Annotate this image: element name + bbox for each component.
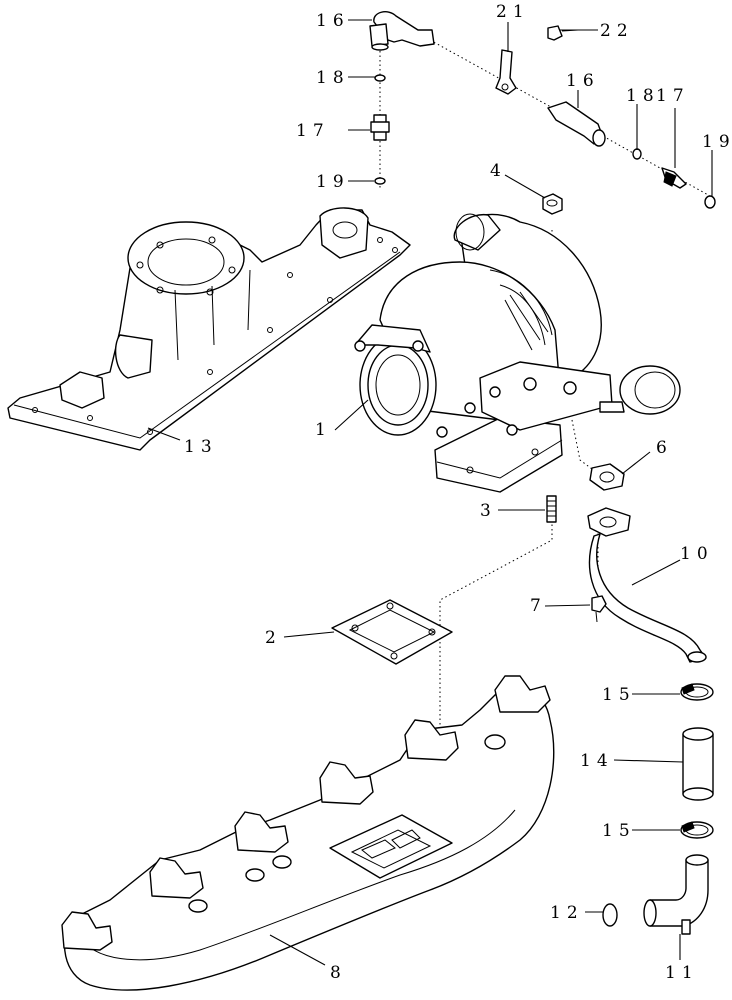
part-21-clip <box>495 49 517 95</box>
callout-11: 11 <box>665 963 699 983</box>
part-18-o-ring-right <box>632 148 642 160</box>
part-8-exhaust-manifold <box>61 675 555 991</box>
part-1-turbocharger <box>354 213 681 493</box>
callout-15-lower: 15 <box>602 821 636 841</box>
part-14-hose <box>682 727 714 801</box>
callout-6: 6 <box>656 438 673 458</box>
callout-16-right: 16 <box>566 71 600 91</box>
callout-10: 10 <box>680 544 714 564</box>
callout-2: 2 <box>265 628 282 648</box>
callout-1: 1 <box>315 420 332 440</box>
part-6-gasket <box>589 463 625 491</box>
part-7-bolt <box>591 595 607 623</box>
callout-3: 3 <box>480 501 497 521</box>
part-11-elbow <box>643 854 709 935</box>
part-15-clamp-upper <box>680 683 714 701</box>
part-22-screw <box>547 25 579 41</box>
part-4-nut <box>542 193 563 215</box>
part-2-turbo-gasket <box>331 599 453 665</box>
part-16-elbow-fitting-left <box>369 11 435 51</box>
callout-22: 22 <box>600 21 634 41</box>
callout-7: 7 <box>530 596 547 616</box>
part-19-o-ring-left <box>374 177 386 185</box>
callout-13: 13 <box>184 437 218 457</box>
callout-12: 12 <box>550 903 584 923</box>
part-17-adapter-right <box>661 167 687 189</box>
part-13-manifold-shield <box>7 207 411 451</box>
callout-21: 21 <box>496 2 530 22</box>
callout-8: 8 <box>330 963 347 983</box>
callout-18-right: 18 <box>626 86 660 106</box>
part-16-tube-fitting-right <box>547 101 606 147</box>
part-17-adapter-left <box>370 114 390 141</box>
callout-labels: 16 18 17 19 21 22 16 18 17 19 4 1 13 6 3… <box>184 2 732 983</box>
part-10-drain-tube <box>587 507 707 663</box>
callout-14: 14 <box>580 751 614 771</box>
callout-16-left: 16 <box>316 11 350 31</box>
part-12-o-ring <box>602 903 618 927</box>
leader-lines <box>147 19 713 966</box>
callout-4: 4 <box>490 161 507 181</box>
part-18-o-ring-left <box>374 74 386 82</box>
callout-19-left: 19 <box>316 172 350 192</box>
callout-19-right: 19 <box>702 132 732 152</box>
callout-15-upper: 15 <box>602 685 636 705</box>
part-19-o-ring-right <box>704 195 716 209</box>
callout-18-left: 18 <box>316 68 350 88</box>
part-15-clamp-lower <box>680 821 714 839</box>
callout-17-left: 17 <box>296 121 330 141</box>
part-3-stud <box>546 495 557 523</box>
callout-17-right: 17 <box>656 86 690 106</box>
